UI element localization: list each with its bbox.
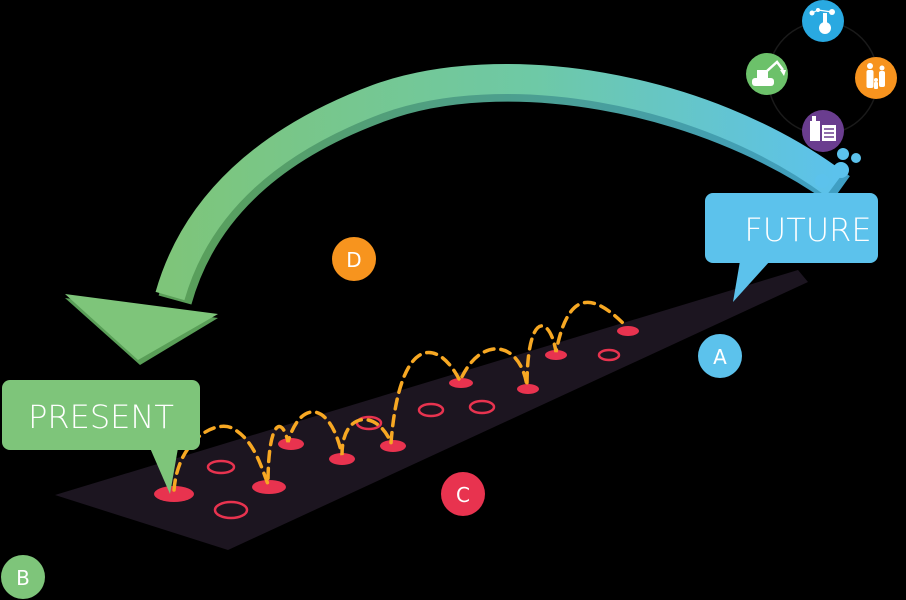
present-bubble: PRESENT: [2, 380, 200, 494]
future-bubble: FUTURE: [705, 193, 878, 302]
marker-c: C: [441, 472, 485, 516]
marker-c-label: C: [456, 483, 470, 507]
open-steps: [206, 348, 621, 520]
future-label: FUTURE: [744, 211, 871, 249]
marker-b: B: [1, 555, 45, 599]
marker-a: A: [698, 334, 742, 378]
timeline-road: [55, 270, 808, 550]
filled-step: [517, 384, 539, 394]
factory-icon: [802, 110, 844, 152]
hopping-path: [172, 300, 629, 492]
open-step: [417, 402, 445, 418]
present-label: PRESENT: [28, 398, 174, 436]
filled-step: [154, 486, 194, 502]
open-step: [213, 500, 249, 520]
marker-b-label: B: [16, 566, 30, 590]
open-step: [597, 348, 621, 362]
open-step: [206, 459, 236, 475]
filled-step: [380, 440, 406, 452]
marker-a-label: A: [713, 345, 727, 369]
filled-step: [617, 326, 639, 336]
thought-dots: [815, 148, 861, 188]
excavator-icon: [746, 53, 788, 95]
filled-step: [329, 453, 355, 465]
filled-steps: [154, 326, 639, 502]
feedback-arrow: [65, 64, 850, 365]
family-icon: [855, 57, 897, 99]
science-icon: [802, 0, 844, 42]
marker-d-label: D: [346, 248, 361, 272]
filled-step: [252, 480, 286, 494]
filled-step: [545, 350, 567, 360]
open-step: [468, 399, 496, 415]
marker-d: D: [332, 237, 376, 281]
filled-step: [449, 378, 473, 388]
filled-step: [278, 438, 304, 450]
